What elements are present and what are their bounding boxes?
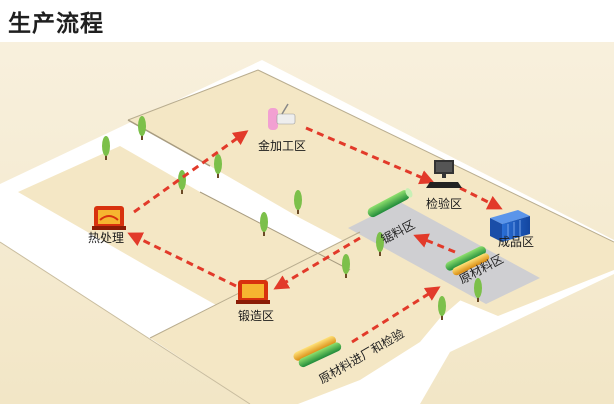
- tree-icon: [102, 136, 110, 160]
- tree-icon: [214, 154, 222, 178]
- gray-zone: [348, 202, 540, 304]
- road-network: [0, 60, 614, 404]
- lower-plot: [150, 232, 470, 404]
- arrow-metal-to-inspection: [305, 126, 435, 185]
- label-heat-treatment: 热处理: [88, 231, 124, 245]
- pipe-icon: [445, 246, 490, 276]
- furnace-icon: [236, 280, 270, 304]
- tree-icon: [438, 296, 446, 320]
- pipe-icon: [367, 188, 413, 218]
- arrow-forging-to-heat: [127, 232, 237, 288]
- label-forging: 锻造区: [238, 309, 274, 323]
- computer-icon: [426, 160, 462, 188]
- furnace-icon: [92, 206, 126, 230]
- tree-icon: [376, 232, 384, 256]
- tree-icon: [342, 254, 350, 278]
- arrow-heat-to-metal: [133, 130, 249, 214]
- process-flow-arrows: [127, 126, 503, 344]
- label-finished: 成品区: [498, 235, 534, 249]
- tree-icon: [260, 212, 268, 236]
- tree-icon: [294, 190, 302, 214]
- label-metalworking: 金加工区: [258, 138, 306, 153]
- arrow-sawing-to-forging: [273, 236, 361, 290]
- arrow-incoming-to-raw: [351, 286, 441, 344]
- arrow-inspection-to-finished: [459, 186, 503, 210]
- container-icon: [490, 210, 530, 242]
- label-inspection: 检验区: [426, 196, 462, 211]
- factory-layout-diagram: 金加工区 检验区 成品区 热处理 锻造区 锯料区 原材料区 原材料进厂和检验: [0, 42, 614, 404]
- tree-icon: [138, 116, 146, 140]
- pipe-icon: [293, 336, 342, 368]
- grinder-icon: [268, 103, 296, 130]
- tree-icon: [474, 278, 482, 302]
- page-title: 生产流程: [8, 10, 104, 37]
